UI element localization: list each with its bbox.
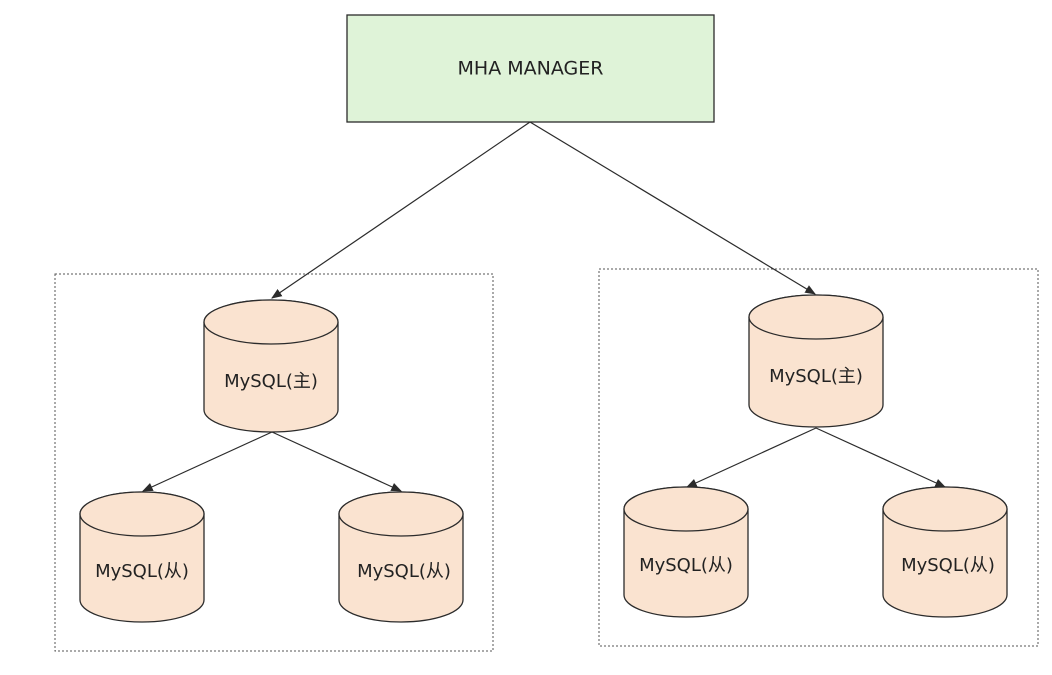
mysql-master-right-label: MySQL(主)	[769, 366, 863, 387]
mysql-master-right: MySQL(主)	[748, 294, 884, 428]
edge-master-left-to-slave-2	[271, 431, 402, 492]
edge-master-right-to-slave-2	[815, 427, 946, 488]
replication-group-left	[54, 273, 494, 652]
connectors	[142, 121, 946, 492]
edge-manager-to-master-right	[529, 121, 816, 295]
mysql-master-left: MySQL(主)	[203, 299, 339, 433]
mysql-slave-left-2-label: MySQL(从)	[357, 561, 451, 582]
mysql-master-left-label: MySQL(主)	[224, 371, 318, 392]
mysql-slave-right-2: MySQL(从)	[882, 486, 1008, 618]
edge-manager-to-master-left	[271, 121, 531, 299]
mysql-slave-right-1-label: MySQL(从)	[639, 555, 733, 576]
edge-master-left-to-slave-1	[142, 431, 273, 492]
mysql-slave-right-2-label: MySQL(从)	[901, 555, 995, 576]
mysql-slave-left-1: MySQL(从)	[79, 491, 205, 623]
mysql-slave-left-2: MySQL(从)	[338, 491, 464, 623]
edge-master-right-to-slave-1	[686, 427, 817, 488]
mysql-slave-right-1: MySQL(从)	[623, 486, 749, 618]
mha-manager-node: MHA MANAGER	[346, 14, 715, 123]
mha-manager-label: MHA MANAGER	[458, 58, 604, 80]
mysql-slave-left-1-label: MySQL(从)	[95, 561, 189, 582]
